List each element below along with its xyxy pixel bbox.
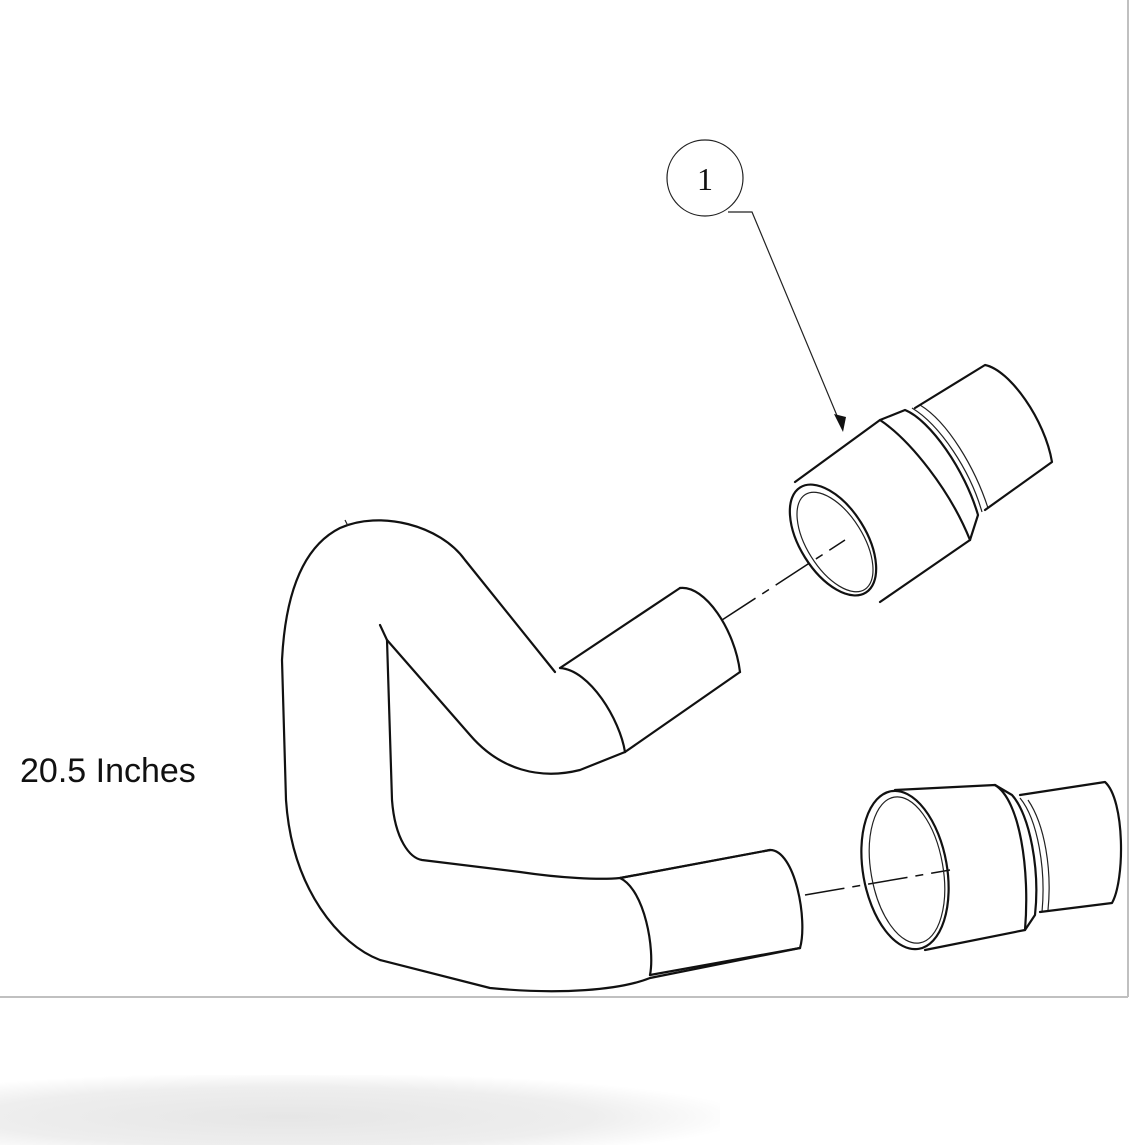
upper-coupler: [788, 363, 1054, 604]
callout-balloon: 1: [666, 139, 846, 432]
centerline-lower: [804, 869, 951, 896]
hose-body: [280, 519, 802, 993]
lower-hose-cuff: [618, 848, 804, 977]
dimension-label: 20.5 Inches: [20, 752, 196, 790]
page-shadow: [0, 1075, 720, 1145]
callout-number: 1: [697, 161, 713, 197]
upper-hose-cuff: [558, 586, 742, 754]
lower-coupler: [860, 780, 1123, 952]
centerline-upper: [721, 539, 846, 621]
